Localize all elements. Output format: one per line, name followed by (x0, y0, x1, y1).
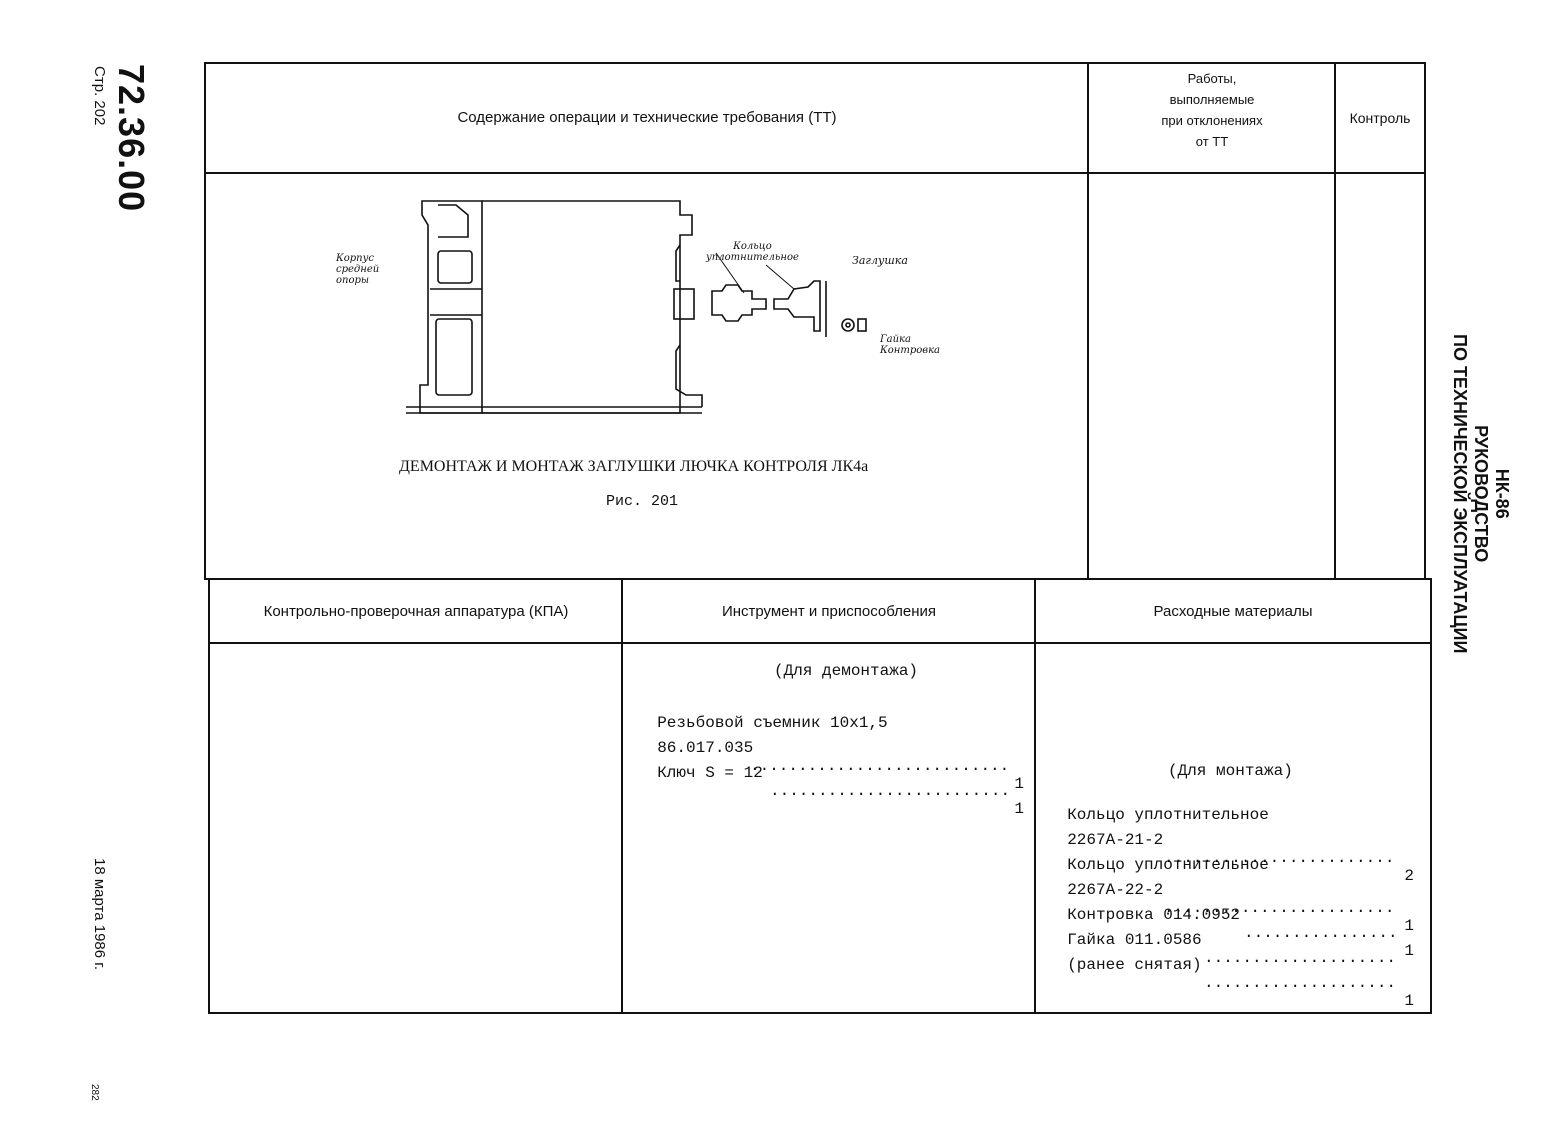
tool-qty: 1 (1014, 775, 1024, 793)
material-name: (ранее снятая) (1067, 956, 1202, 974)
material-name: 2267А-22-2 (1067, 881, 1164, 899)
leader-dots: ........................................… (1204, 974, 1396, 992)
material-name: 2267А-21-2 (1067, 831, 1164, 849)
material-qty: 1 (1404, 917, 1414, 935)
label-housing-line: средней (336, 264, 380, 275)
header-works-line: от ТТ (1195, 134, 1229, 149)
leader-dots: ........................................… (1164, 849, 1396, 867)
tool-qty: 1 (1014, 800, 1024, 818)
label-nut-lockwire: Гайка Контровка (880, 334, 940, 356)
leader-dots: ........................................… (1244, 924, 1396, 942)
header-control: Контроль (1349, 110, 1411, 126)
leader-dots: ........................................… (750, 757, 1010, 775)
sheet-number: 282 (89, 1084, 100, 1101)
divider (208, 642, 1432, 644)
manual-title-line3: ПО ТЕХНИЧЕСКОЙ ЭКСПЛУАТАЦИИ (1450, 334, 1470, 654)
label-plug: Заглушка (852, 254, 908, 267)
divider (1034, 578, 1036, 1014)
material-name: Кольцо уплотнительное (1067, 806, 1269, 824)
document-code: 72.36.00 (111, 64, 152, 213)
manual-title-line2: РУКОВОДСТВО (1471, 425, 1491, 563)
label-nut-line: Гайка (880, 334, 911, 345)
tool-name: 86.017.035 (657, 739, 754, 757)
label-nut-line: Контровка (880, 345, 941, 356)
material-qty: 2 (1404, 867, 1414, 885)
list-item: Гайка 011.0586 .........................… (1048, 913, 1418, 967)
header-deviation-works: Работы, выполняемые при отклонениях от Т… (1090, 68, 1334, 152)
divider (1334, 62, 1336, 580)
list-item: Кольцо уплотнительное (1048, 788, 1418, 824)
header-operation-content: Содержание операции и технические требов… (457, 109, 837, 126)
leader-dots: ........................................… (1164, 899, 1396, 917)
divider (204, 172, 1426, 174)
resources-table (208, 578, 1432, 1014)
revision-date: 18 марта 1986 г. (91, 858, 108, 971)
header-works-line: Работы, (1187, 71, 1237, 86)
list-item: Кольцо уплотнительное (1048, 838, 1418, 874)
page-number: Стр. 202 (91, 66, 108, 126)
leader-dots: ........................................… (1204, 949, 1396, 967)
material-name: Контровка 014.0952 (1067, 906, 1241, 924)
material-name: Кольцо уплотнительное (1067, 856, 1269, 874)
label-housing-line: Корпус (336, 253, 375, 264)
divider (1087, 62, 1089, 580)
list-item: 2267А-22-2 .............................… (1048, 863, 1418, 935)
label-housing: Корпус средней опоры (336, 253, 379, 286)
assembly-drawing (406, 200, 867, 414)
header-works-line: выполняемые (1169, 92, 1255, 107)
material-qty: 1 (1404, 942, 1414, 960)
tools-heading: (Для демонтажа) (774, 662, 919, 680)
materials-heading: (Для монтажа) (1168, 762, 1293, 780)
list-item: (ранее снятая) .........................… (1048, 938, 1418, 1010)
tool-name: Ключ S = 12 (657, 764, 763, 782)
list-item: 86.017.035 .............................… (638, 721, 1028, 793)
manual-title: НК-86 РУКОВОДСТВО ПО ТЕХНИЧЕСКОЙ ЭКСПЛУА… (1449, 334, 1512, 653)
figure-title: ДЕМОНТАЖ И МОНТАЖ ЗАГЛУШКИ ЛЮЧКА КОНТРОЛ… (399, 458, 869, 475)
material-name: Гайка 011.0586 (1067, 931, 1202, 949)
list-item: 2267А-21-2 .............................… (1048, 813, 1418, 885)
label-sealing-ring: Кольцо уплотнительное (706, 241, 799, 263)
header-kpa: Контрольно-проверочная аппаратура (КПА) (263, 603, 569, 620)
manual-title-line1: НК-86 (1492, 468, 1512, 519)
material-qty: 1 (1404, 992, 1414, 1010)
list-item: Контровка 014.0952 .....................… (1048, 888, 1418, 960)
header-tools: Инструмент и приспособления (721, 603, 937, 620)
label-ring-line: Кольцо (733, 241, 772, 252)
header-materials: Расходные материалы (1153, 603, 1313, 620)
list-item: Резьбовой съемник 10х1,5 (638, 696, 1028, 732)
divider (621, 578, 623, 1014)
list-item: Ключ S = 12 ............................… (638, 746, 1028, 818)
leader-dots: ........................................… (770, 782, 1010, 800)
header-works-line: при отклонениях (1161, 113, 1263, 128)
label-housing-line: опоры (336, 275, 370, 286)
tool-name: Резьбовой съемник 10х1,5 (657, 714, 888, 732)
figure-number: Рис. 201 (606, 493, 679, 510)
label-ring-line: уплотнительное (706, 252, 799, 263)
